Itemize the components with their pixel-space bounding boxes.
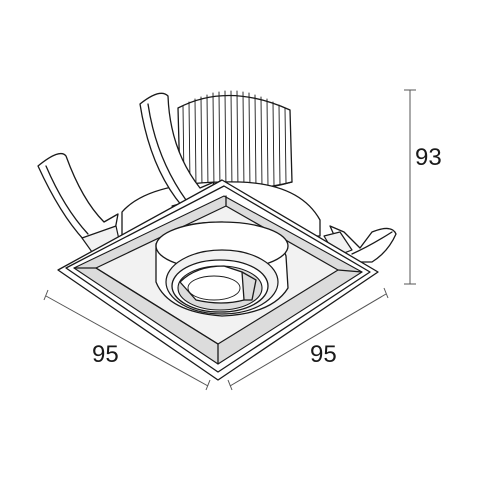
dimension-height: 93 [415,144,442,171]
dim-line-left [45,295,209,387]
dimension-width-left: 95 [92,341,119,368]
left-spring-clip [37,152,121,253]
heatsink [177,90,293,192]
dimension-width-right: 95 [310,341,337,368]
dimension-lines [43,89,416,391]
adjustable-lens [155,221,289,317]
dim-line-right [229,293,387,387]
